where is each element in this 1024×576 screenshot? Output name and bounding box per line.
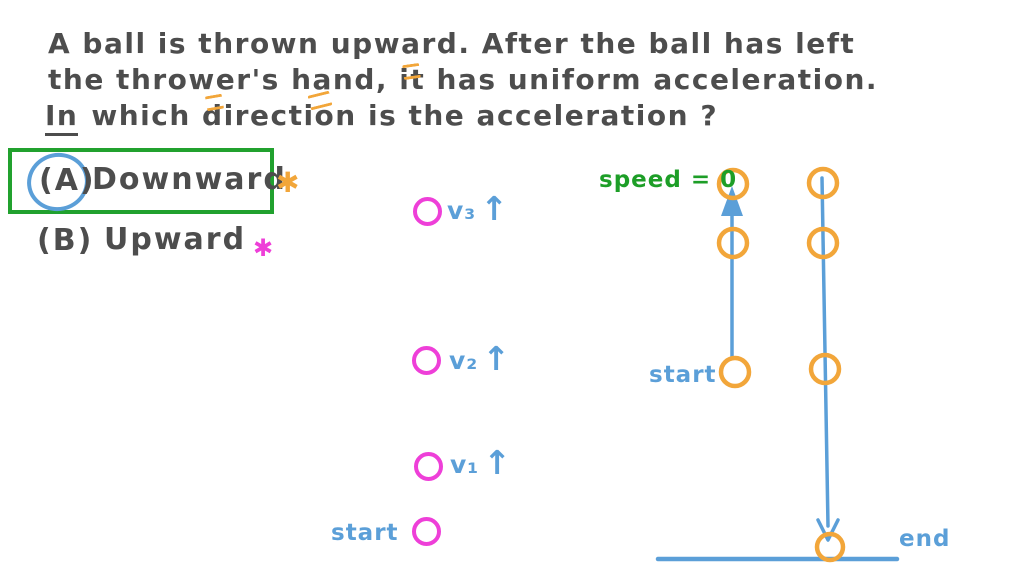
v2-text: v₂ — [449, 346, 479, 375]
question-line-2: the thrower's hand, it has uniform accel… — [48, 63, 879, 96]
ball-falling-mid — [808, 352, 842, 386]
right-diagram-end-label: end — [899, 526, 951, 552]
ball-falling — [806, 226, 840, 260]
speed-zero-label: speed = 0 — [599, 167, 738, 193]
right-diagram-start-label: start — [649, 362, 717, 388]
v3-text: v₃ — [447, 196, 477, 225]
option-b-asterisk-icon: ✱ — [253, 234, 274, 262]
up-arrowhead-icon — [721, 186, 743, 216]
ball-circle-v1 — [414, 452, 443, 481]
velocity-label-v3: v₃ ↑ — [447, 189, 508, 228]
option-a-label[interactable]: (A) — [39, 163, 96, 198]
ball-rising — [716, 226, 750, 260]
ball-circle-start — [412, 517, 441, 546]
ball-end — [814, 531, 846, 563]
up-arrow-icon: ↑ — [480, 189, 508, 228]
option-a-correct-box[interactable] — [8, 148, 274, 214]
question-line-1: A ball is thrown upward. After the ball … — [48, 27, 856, 60]
v1-text: v₁ — [450, 450, 480, 479]
underlined-word: In — [45, 99, 79, 136]
ball-circle-v2 — [412, 346, 441, 375]
option-b-text[interactable]: Upward — [104, 222, 247, 257]
highlight-tick — [204, 93, 225, 112]
ball-start — [718, 355, 752, 389]
ball-top-speed-zero — [716, 167, 750, 201]
up-arrow-icon: ↑ — [483, 443, 511, 482]
velocity-label-v2: v₂ ↑ — [449, 339, 510, 378]
highlight-tick — [402, 62, 421, 81]
left-diagram-start-label: start — [331, 520, 399, 546]
option-a-text[interactable]: Downward — [92, 162, 287, 197]
ball-fall-top — [806, 166, 840, 200]
question-line-3-rest: which direction is the acceleration ? — [91, 99, 719, 132]
question-line-3: In which direction is the acceleration ? — [45, 99, 719, 136]
down-arrowhead-icon — [816, 518, 840, 542]
down-arrow-line — [820, 176, 830, 528]
velocity-label-v1: v₁ ↑ — [450, 443, 511, 482]
option-a-asterisk-icon: ✱ — [276, 166, 300, 199]
throw-and-fall-diagram — [655, 166, 900, 563]
up-arrow-icon: ↑ — [482, 339, 510, 378]
ball-circle-v3 — [413, 197, 442, 226]
option-b-label[interactable]: (B) — [37, 223, 94, 258]
